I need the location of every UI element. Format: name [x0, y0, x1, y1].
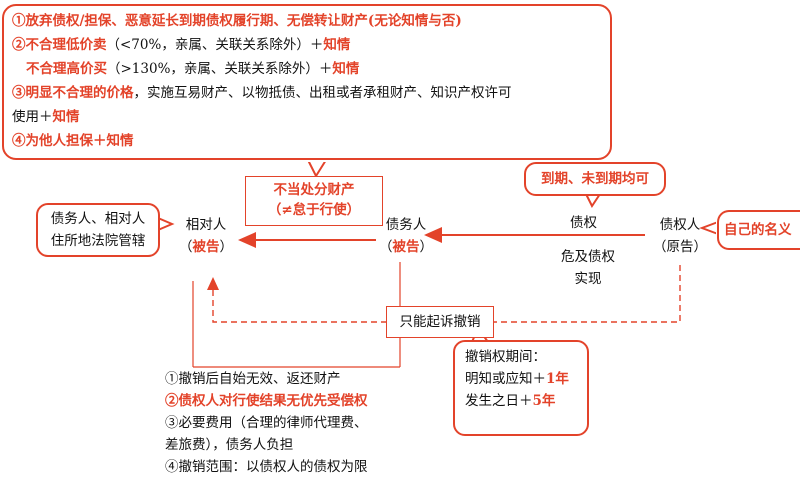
effect-item-2: ②债权人对行使结果无优先受偿权 — [165, 393, 368, 409]
effect-item-1: ①撤销后自始无效、返还财产 — [165, 371, 341, 387]
own-name-callout: 自己的名义 — [717, 210, 800, 250]
top-callout-line5: 使用＋知情 — [12, 109, 80, 125]
effects-list: ①撤销后自始无效、返还财产 ②债权人对行使结果无优先受偿权 ③必要费用（合理的律… — [165, 368, 368, 478]
court-callout-tail — [157, 217, 175, 231]
top-callout: ①放弃债权/担保、恶意延长到期债权履行期、无偿转让财产(无论知情与否) ②不合理… — [2, 4, 612, 160]
effect-item-4: ④撤销范围：以债权人的债权为限 — [165, 459, 368, 475]
top-callout-line1: ①放弃债权/担保、恶意延长到期债权履行期、无偿转让财产(无论知情与否) — [12, 13, 462, 29]
top-callout-line4: ③明显不合理的价格，实施互易财产、以物抵债、出租或者承租财产、知识产权许可 — [12, 85, 512, 101]
counterparty-node: 相对人 （被告） — [179, 217, 233, 255]
period-callout: 撤销权期间： 明知或应知＋1年 发生之日＋5年 — [453, 340, 589, 436]
debtor-node: 债务人 （被告） — [379, 217, 433, 255]
top-callout-tail — [307, 159, 327, 179]
creditor-node: 债权人 （原告） — [653, 217, 707, 255]
due-callout-tail — [585, 193, 601, 208]
jeopardy-label: 危及债权 实现 — [561, 249, 615, 287]
sue-only-label: 只能起诉撤销 — [386, 306, 494, 338]
improper-disposal-box: 不当处分财产 （≠怠于行使） — [245, 176, 383, 226]
top-callout-line3: 不合理高价买（>130%，亲属、关联关系除外）＋知情 — [26, 61, 360, 77]
dashed-sue-arrowhead — [207, 277, 219, 290]
own-name-callout-tail — [699, 221, 719, 235]
top-callout-line2: ②不合理低价卖（<70%，亲属、关联关系除外）＋知情 — [12, 37, 351, 53]
court-callout: 债务人、相对人 住所地法院管辖 — [36, 203, 160, 257]
due-callout: 到期、未到期均可 — [524, 162, 666, 196]
effect-item-3a: ③必要费用（合理的律师代理费、 — [165, 415, 368, 431]
claim-label: 债权 — [570, 215, 597, 231]
top-callout-line6: ④为他人担保＋知情 — [12, 133, 134, 149]
effect-item-3b: 差旅费），债务人负担 — [165, 437, 294, 453]
